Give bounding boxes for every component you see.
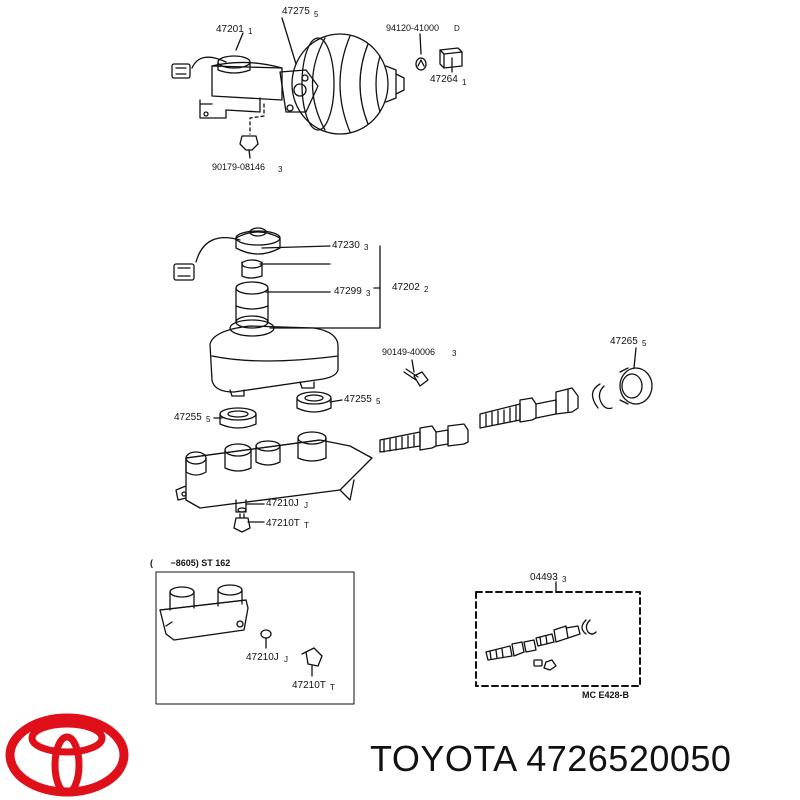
part-number: 4726520050 <box>526 738 732 779</box>
label-47210j-variant-sub: J <box>284 655 288 664</box>
grommet-right-drawing <box>296 391 332 413</box>
label-94120-41000: 94120-41000 <box>386 23 439 33</box>
label-47255-right: 47255 <box>344 394 372 405</box>
kit-piston-drawing <box>485 619 597 661</box>
label-47265: 47265 <box>610 336 638 347</box>
toyota-logo-icon <box>5 713 129 797</box>
label-90149-40006: 90149-40006 <box>382 347 435 357</box>
boot-ring-drawing <box>619 367 653 405</box>
label-47255-right-sub: 5 <box>376 397 381 406</box>
label-47230-sub: 3 <box>364 243 369 252</box>
strainer-drawing <box>229 281 275 337</box>
cylinder-body-drawing <box>175 431 373 513</box>
label-47299: 47299 <box>334 286 362 297</box>
label-47201: 47201 <box>216 24 244 35</box>
reservoir-drawing <box>209 325 339 397</box>
label-47299-sub: 3 <box>366 289 371 298</box>
label-47275-sub: 5 <box>314 10 319 19</box>
label-47210t-variant: 47210T <box>292 680 326 691</box>
label-90179-sub: 3 <box>278 165 283 174</box>
variant-box-frame <box>155 571 355 705</box>
label-47210j: 47210J <box>266 498 299 509</box>
variant-box-header: ( −8605) ST 162 <box>150 558 230 568</box>
small-screw-drawing <box>403 368 429 387</box>
top-bolt-drawing <box>239 103 265 151</box>
label-04493-sub: 3 <box>562 575 567 584</box>
kit-box-frame <box>475 581 641 687</box>
label-47255-left: 47255 <box>174 412 202 423</box>
bleeder-plug-drawing <box>233 507 251 533</box>
label-47210t-variant-sub: T <box>330 683 335 692</box>
brake-booster-drawing <box>279 33 405 135</box>
label-47210t: 47210T <box>266 518 300 529</box>
piston-assembly-drawing <box>379 387 579 453</box>
label-90179-08146: 90179-08146 <box>212 162 265 172</box>
label-47255-left-sub: 5 <box>206 415 211 424</box>
reservoir-cap-drawing <box>173 227 281 281</box>
label-47275: 47275 <box>282 6 310 17</box>
snap-ring-drawing <box>591 383 613 410</box>
label-47210t-sub: T <box>304 521 309 530</box>
label-47265-sub: 5 <box>642 339 647 348</box>
variant-cylinder-body-drawing <box>159 584 249 641</box>
grommet-left-drawing <box>219 407 257 429</box>
label-47210j-variant: 47210J <box>246 652 279 663</box>
kit-small-parts-drawing <box>533 659 557 671</box>
label-47202: 47202 <box>392 282 420 293</box>
label-47264: 47264 <box>430 74 458 85</box>
variant-bleeder-drawing <box>301 647 323 667</box>
label-47230: 47230 <box>332 240 360 251</box>
label-47202-sub: 2 <box>424 285 429 294</box>
variant-gasket-drawing <box>260 629 272 639</box>
label-90149-sub: 3 <box>452 349 457 358</box>
brand-caption: TOYOTA 4726520050 <box>370 738 731 780</box>
top-master-cylinder-drawing <box>171 55 283 119</box>
label-47201-sub: 1 <box>248 27 253 36</box>
mc-code-label: MC E428-B <box>582 690 630 700</box>
label-04493: 04493 <box>530 572 558 583</box>
clevis-pin-drawing <box>415 47 463 71</box>
label-94120-sub: D <box>454 24 460 33</box>
label-47264-sub: 1 <box>462 78 467 87</box>
brand-name: TOYOTA <box>370 738 516 779</box>
label-47210j-sub: J <box>304 501 308 510</box>
